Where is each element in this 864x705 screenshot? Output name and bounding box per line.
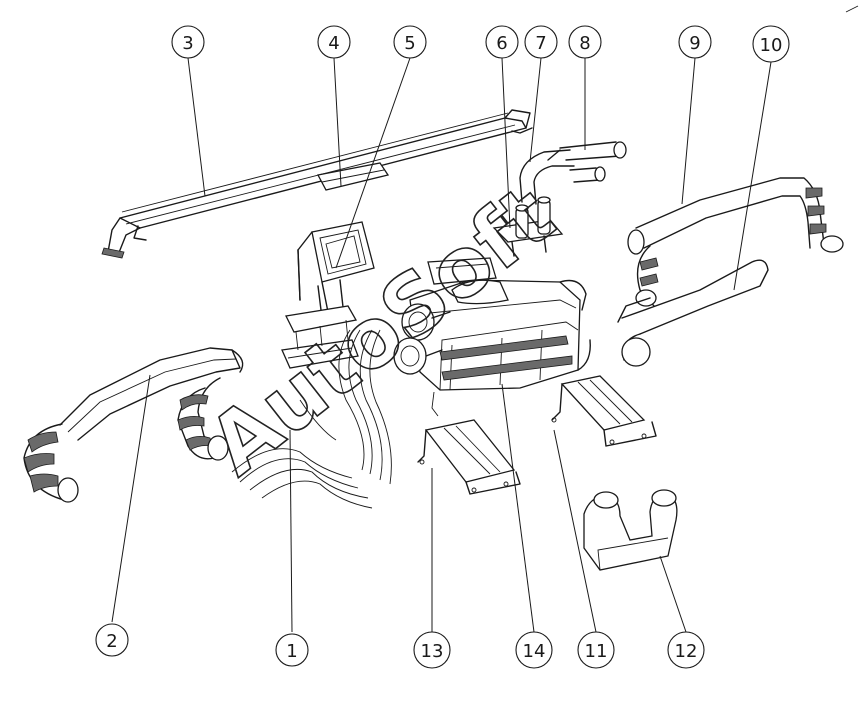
callout-7-label: 7 <box>535 33 546 54</box>
leader-7 <box>529 57 542 163</box>
part-14-hvac-unit <box>393 257 591 417</box>
callout-2-label: 2 <box>106 631 117 652</box>
callout-4: 4 <box>317 25 351 59</box>
part-12-drain-fitting <box>583 489 678 571</box>
callout-8-label: 8 <box>579 33 590 54</box>
leader-11 <box>553 429 597 633</box>
part-11-bracket <box>551 375 657 447</box>
callout-6-label: 6 <box>496 33 507 54</box>
part-13-bracket <box>417 419 521 495</box>
callout-12-label: 12 <box>675 641 698 662</box>
callout-10: 10 <box>752 25 790 63</box>
part-2-air-hose <box>23 347 244 503</box>
callout-3: 3 <box>171 25 205 59</box>
part-1-harness <box>231 329 392 509</box>
leader-9 <box>681 57 696 205</box>
part-9-right-hose <box>627 177 844 307</box>
leader-2 <box>111 374 151 623</box>
callout-13-label: 13 <box>421 641 444 662</box>
leader-10 <box>733 61 772 291</box>
callout-5-label: 5 <box>404 33 415 54</box>
callout-4-label: 4 <box>328 33 339 54</box>
part-8-heater-hose <box>559 141 627 183</box>
callout-12: 12 <box>667 631 705 669</box>
part-4-center-vent <box>317 162 390 191</box>
callout-10-label: 10 <box>760 35 783 56</box>
leader-6 <box>501 57 511 229</box>
callout-2: 2 <box>95 623 129 657</box>
callout-9: 9 <box>678 25 712 59</box>
callout-8: 8 <box>568 25 602 59</box>
callout-11-label: 11 <box>585 641 608 662</box>
part-10-right-lower-hose <box>617 259 769 367</box>
corner-mark <box>845 5 859 13</box>
leader-1 <box>289 429 293 633</box>
callout-6: 6 <box>485 25 519 59</box>
leader-12 <box>659 555 687 633</box>
leader-lines <box>111 57 772 633</box>
callout-3-label: 3 <box>182 33 193 54</box>
callout-9-label: 9 <box>689 33 700 54</box>
callout-11: 11 <box>577 631 615 669</box>
callout-1-label: 1 <box>286 641 297 662</box>
leader-14 <box>501 383 535 633</box>
callout-14-label: 14 <box>523 641 546 662</box>
part-5-vent-duct <box>281 221 375 369</box>
leader-5 <box>335 57 411 269</box>
callout-13: 13 <box>413 631 451 669</box>
part-6-pipe-block <box>492 196 564 257</box>
leader-4 <box>333 57 342 187</box>
leader-3 <box>187 57 206 197</box>
callout-1: 1 <box>275 633 309 667</box>
callout-7: 7 <box>524 25 558 59</box>
callout-5: 5 <box>393 25 427 59</box>
part-7-heater-hose <box>519 149 575 205</box>
callout-14: 14 <box>515 631 553 669</box>
